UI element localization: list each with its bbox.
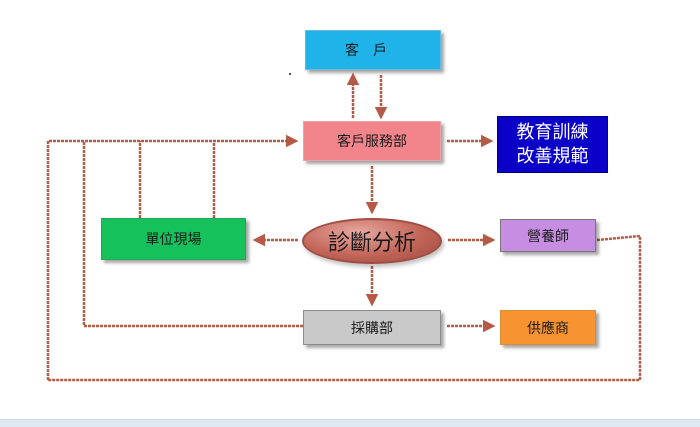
- dietitian-node: 營養師: [500, 219, 596, 252]
- purchasing-node: 採購部: [303, 310, 441, 345]
- feedback-line-purchasing: [82, 141, 303, 328]
- training-line-1: 教育訓練: [516, 121, 589, 143]
- site-node: 單位現場: [101, 218, 246, 260]
- customer-node: 客戶: [305, 30, 441, 70]
- customer-service-node: 客戶服務部: [303, 121, 441, 161]
- training-line-2: 改善規範: [516, 145, 589, 167]
- training-node: 教育訓練 改善規範: [497, 116, 608, 173]
- supplier-node: 供應商: [500, 310, 596, 345]
- stray-dot: [289, 73, 291, 75]
- diagnosis-node: 診斷分析: [302, 218, 442, 264]
- feedback-line-dietitian: [48, 234, 642, 382]
- bottom-strip: [0, 419, 700, 427]
